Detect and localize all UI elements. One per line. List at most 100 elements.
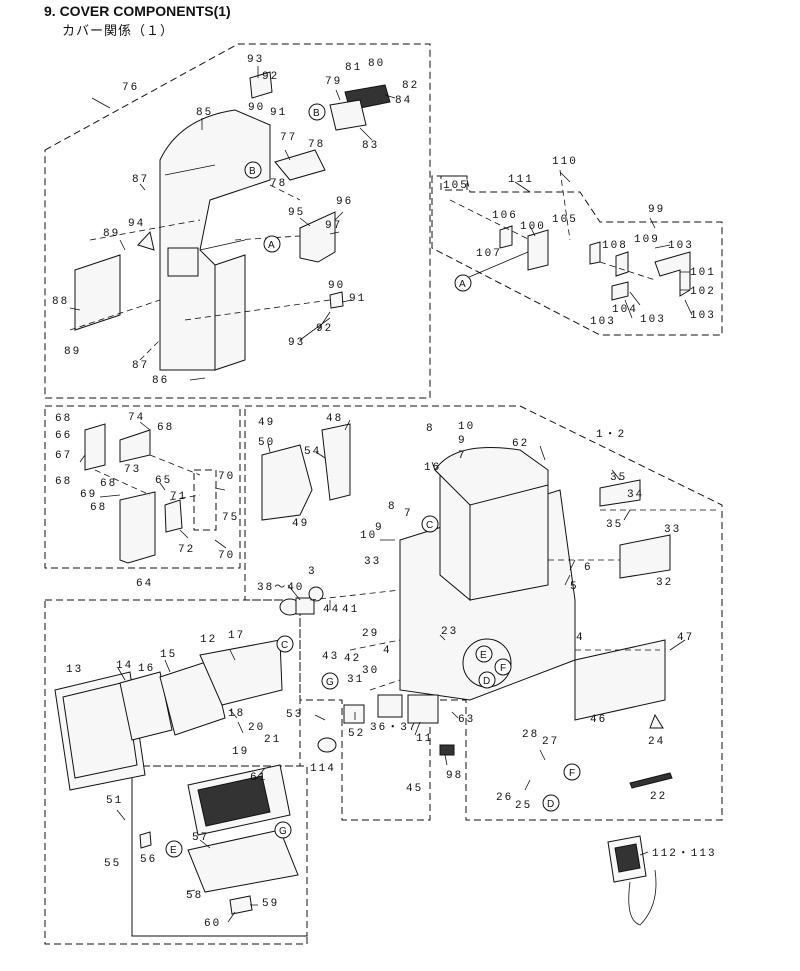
- callout-44: 44: [323, 604, 340, 616]
- callout-99: 99: [648, 204, 665, 216]
- part-number-callouts: 93 92 90 91 76 85 79 81 80 82 84 83 77 7…: [52, 54, 716, 930]
- callout-21: 21: [264, 734, 281, 746]
- callout-102: 102: [690, 286, 716, 298]
- ref-circle-f-main: F: [494, 658, 512, 676]
- callout-78: 78: [270, 178, 287, 190]
- callout-51: 51: [106, 795, 123, 807]
- callout-71: 71: [170, 491, 187, 503]
- callout-52: 52: [348, 728, 365, 740]
- callout-79: 79: [325, 76, 342, 88]
- ref-label-e: E: [170, 845, 177, 856]
- callout-58: 58: [186, 890, 203, 902]
- callout-33: 33: [664, 524, 681, 536]
- bracket-14: [119, 671, 173, 741]
- callout-32: 32: [656, 577, 673, 589]
- group-105-box: [440, 175, 468, 191]
- callout-35: 35: [610, 472, 627, 484]
- bracket-101: [654, 251, 691, 297]
- ref-label-a: A: [459, 279, 466, 290]
- callout-43: 43: [322, 651, 339, 663]
- callout-68: 68: [90, 502, 107, 514]
- main-body-1-2: [399, 449, 576, 701]
- ref-label-g: G: [326, 677, 334, 688]
- ref-label-d: D: [483, 676, 490, 687]
- callout-4: 4: [576, 632, 585, 644]
- callout-61: 61: [250, 772, 267, 784]
- callout-27: 27: [542, 736, 559, 748]
- switch-38-40: [279, 597, 315, 616]
- callout-16: 16: [138, 663, 155, 675]
- ref-circle-c-main: C: [421, 515, 439, 533]
- cover-12: [199, 639, 283, 706]
- callout-73: 73: [124, 464, 141, 476]
- callout-80: 80: [368, 58, 385, 70]
- callout-74: 74: [128, 412, 145, 424]
- callout-17: 17: [228, 630, 245, 642]
- callout-18: 18: [228, 708, 245, 720]
- cover-88: [74, 254, 121, 331]
- bracket-32: [619, 534, 671, 579]
- ref-label-c: C: [426, 520, 433, 531]
- connector-52: [343, 704, 365, 724]
- ref-label-f: F: [569, 768, 575, 779]
- callout-89: 89: [64, 346, 81, 358]
- ref-circle-d-main: D: [478, 671, 496, 689]
- callout-83: 83: [362, 140, 379, 152]
- callout-67: 67: [55, 450, 72, 462]
- callout-36-37: 36・37: [370, 722, 417, 734]
- callout-9: 9: [375, 522, 384, 534]
- keyboard-61: [187, 764, 291, 836]
- connector-36-37: [377, 694, 403, 718]
- callout-104: 104: [612, 304, 638, 316]
- callout-10: 10: [458, 421, 475, 433]
- callout-103: 103: [640, 314, 666, 326]
- group-111-boundary: [431, 175, 723, 336]
- ref-label-b: B: [313, 108, 320, 119]
- callout-105: 105: [443, 180, 469, 192]
- cover-62: [434, 447, 549, 506]
- callout-106: 106: [492, 210, 518, 222]
- callout-62: 62: [512, 438, 529, 450]
- ref-label-f: F: [500, 663, 506, 674]
- callout-91: 91: [270, 107, 287, 119]
- callout-103: 103: [668, 240, 694, 252]
- cover-46: [574, 639, 666, 721]
- group-75-box: [193, 469, 217, 531]
- callout-5: 5: [570, 581, 579, 593]
- callout-35: 35: [606, 519, 623, 531]
- callout-68: 68: [100, 478, 117, 490]
- cap-114: [317, 737, 337, 753]
- callout-60: 60: [204, 918, 221, 930]
- assembly-lines-group-64: [94, 454, 201, 501]
- bracket-34: [599, 479, 641, 507]
- ref-circle-b-top: B: [308, 103, 326, 121]
- callout-90: 90: [248, 102, 265, 114]
- callout-38-40: 38～40: [257, 582, 304, 594]
- ref-label-g: G: [279, 826, 287, 837]
- callout-46: 46: [590, 714, 607, 726]
- callout-65: 65: [155, 475, 172, 487]
- cover-85: [159, 109, 271, 371]
- callout-100: 100: [520, 221, 546, 233]
- ref-circle-b-cover: B: [244, 161, 262, 179]
- ref-label-e: E: [480, 650, 487, 661]
- callout-68: 68: [157, 422, 174, 434]
- callout-47: 47: [677, 632, 694, 644]
- callout-85: 85: [196, 107, 213, 119]
- callout-96: 96: [336, 196, 353, 208]
- bracket-106: [499, 225, 513, 249]
- ref-circle-f-lower: F: [563, 763, 581, 781]
- bracket-73: [119, 429, 151, 463]
- panel-94: [137, 230, 155, 251]
- callout-92: 92: [316, 323, 333, 335]
- callout-4: 4: [383, 645, 392, 657]
- assembly-lines-top-right: [449, 169, 656, 281]
- display-13: [54, 671, 146, 791]
- callout-23: 23: [441, 626, 458, 638]
- ref-circle-d-lower: D: [542, 794, 560, 812]
- callout-66: 66: [55, 430, 72, 442]
- washer-3: [308, 586, 324, 602]
- callout-109: 109: [634, 234, 660, 246]
- callout-16: 16: [424, 462, 441, 474]
